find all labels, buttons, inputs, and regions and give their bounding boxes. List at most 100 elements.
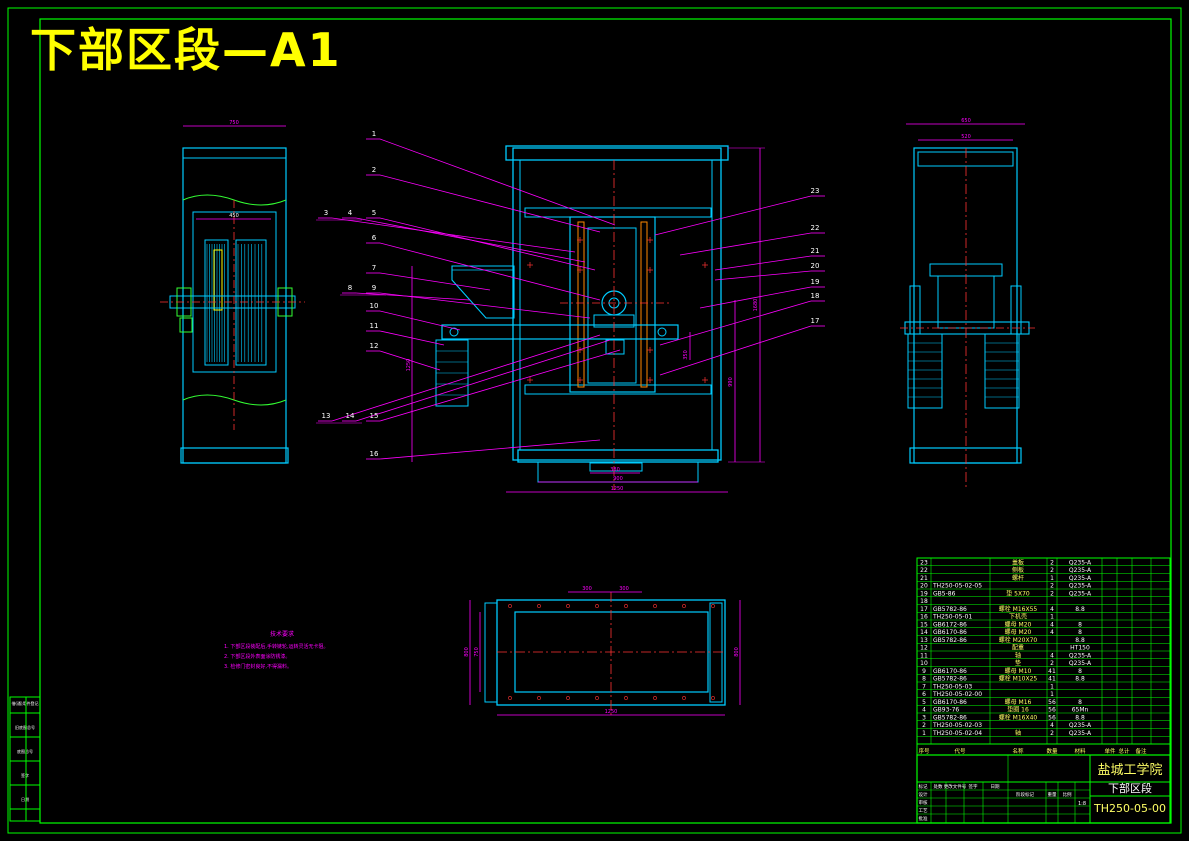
bom-header-cell: 单件	[1104, 747, 1116, 755]
part-number-18: 18	[811, 292, 820, 300]
part-number-7: 7	[372, 264, 376, 272]
bom-mat: 8	[1078, 629, 1082, 636]
dim-text: 800	[464, 647, 470, 657]
bom-qty: 1	[1050, 683, 1054, 690]
dim-text: 750	[474, 647, 480, 657]
bom-mat: 8	[1078, 621, 1082, 628]
strip-label: 旧底图总号	[15, 724, 35, 730]
leader-line	[379, 217, 596, 271]
plan-bolt-hole	[508, 696, 512, 700]
side-view: 750 450	[160, 120, 305, 464]
tb-scale: 1:8	[1078, 801, 1086, 807]
leader-line	[379, 350, 441, 371]
bom-code: GB6170-86	[933, 668, 967, 675]
front-pin	[449, 327, 459, 337]
bom-no: 23	[920, 559, 928, 566]
plan-bolt-hole	[595, 604, 599, 608]
part-number-23: 23	[811, 187, 820, 195]
bom-qty: 2	[1050, 567, 1054, 574]
bom-name: 螺杆	[1012, 574, 1024, 582]
part-number-6: 6	[372, 234, 377, 242]
bom-no: 1	[922, 730, 926, 737]
bom-no: 22	[920, 567, 928, 574]
bom-mat: 65Mn	[1072, 707, 1089, 714]
bom-qty: 2	[1050, 730, 1054, 737]
bom-mat: 8.8	[1075, 676, 1085, 683]
tb-label: 标记	[919, 783, 928, 790]
plan-bolt-hole	[508, 604, 512, 608]
outer-border	[7, 7, 1182, 834]
plan-bolt-hole	[566, 604, 570, 608]
plan-bolt-hole	[595, 696, 599, 700]
dim-text: 990	[728, 377, 734, 387]
bom-header-cell: 名称	[1012, 747, 1024, 755]
part-number-21: 21	[811, 247, 820, 255]
bom-name: 螺栓 M16X55	[999, 605, 1038, 613]
tb-label: 处数	[934, 783, 943, 790]
bom-mat: Q235-A	[1069, 660, 1092, 667]
dim-text: 650	[961, 118, 971, 124]
tb-part-name: 下部区段	[1108, 781, 1152, 795]
bom-no: 16	[920, 614, 928, 621]
strip-label: 日期	[21, 796, 29, 802]
bom-header-cell: 数量	[1046, 747, 1058, 755]
leader-line	[654, 195, 812, 236]
front-outlet-inner	[589, 462, 643, 472]
bom-no: 9	[922, 668, 926, 675]
bom-name: 盖板	[1012, 558, 1024, 566]
bom-no: 4	[922, 707, 926, 714]
part-number-13: 13	[322, 412, 331, 420]
bom-qty: 1	[1050, 575, 1054, 582]
side-sprocket	[235, 239, 267, 366]
notes-heading: 技术要求	[270, 630, 294, 638]
side-base	[180, 447, 289, 464]
tb-label: 工艺	[919, 808, 928, 814]
side-break-line	[182, 194, 287, 206]
bom-no: 19	[920, 590, 928, 597]
leader-line	[379, 242, 601, 301]
notes-line: 1. 下部区段装配后,手转链轮,运转灵活无卡阻。	[224, 643, 329, 650]
bom-qty: 4	[1050, 621, 1054, 628]
plan-bolt-hole	[653, 696, 657, 700]
bom-code: GB5782-86	[933, 606, 967, 613]
dim-text: 350	[683, 350, 689, 360]
side-sprocket	[204, 239, 229, 366]
leader-line	[714, 270, 812, 281]
bom-qty: 56	[1048, 699, 1056, 706]
bom-qty: 41	[1048, 668, 1056, 675]
dim-text: 750	[229, 120, 239, 126]
bom-mat: Q235-A	[1069, 652, 1092, 659]
leader-line	[355, 339, 611, 422]
part-number-15: 15	[370, 412, 379, 420]
bom-code: GB93-76	[933, 707, 959, 714]
part-number-2: 2	[372, 166, 376, 174]
leader-line	[379, 310, 461, 331]
tb-label: 签字	[969, 783, 978, 790]
bom-mat: Q235-A	[1069, 730, 1092, 737]
leader-line	[659, 325, 812, 376]
strip-box	[9, 696, 41, 822]
side-break-line	[182, 394, 287, 406]
bom-mat: Q235-A	[1069, 590, 1092, 597]
dim-text: 380	[610, 467, 620, 473]
part-number-3: 3	[324, 209, 328, 217]
bom-mat: Q235-A	[1069, 559, 1092, 566]
plan-bolt-hole	[711, 604, 715, 608]
tb-label: 审核	[919, 799, 928, 806]
dim-text: 450	[229, 213, 239, 219]
bom-header-cell: 序号	[918, 747, 930, 755]
bom-no: 20	[920, 583, 928, 590]
part-number-17: 17	[811, 317, 820, 325]
bom-header-cell: 代号	[954, 747, 966, 755]
bom-mat: Q235-A	[1069, 583, 1092, 590]
bom-name: 垫圈 16	[1007, 706, 1029, 714]
bom-code: TH250-05-02-05	[932, 583, 982, 590]
notes-line: 2. 下部区段外表面涂防锈漆。	[224, 653, 290, 660]
bom-mat: 8	[1078, 668, 1082, 675]
bom-no: 15	[920, 621, 928, 628]
bom-no: 18	[920, 598, 928, 605]
part-number-14: 14	[346, 412, 355, 420]
bom-name: 配重	[1012, 644, 1024, 652]
